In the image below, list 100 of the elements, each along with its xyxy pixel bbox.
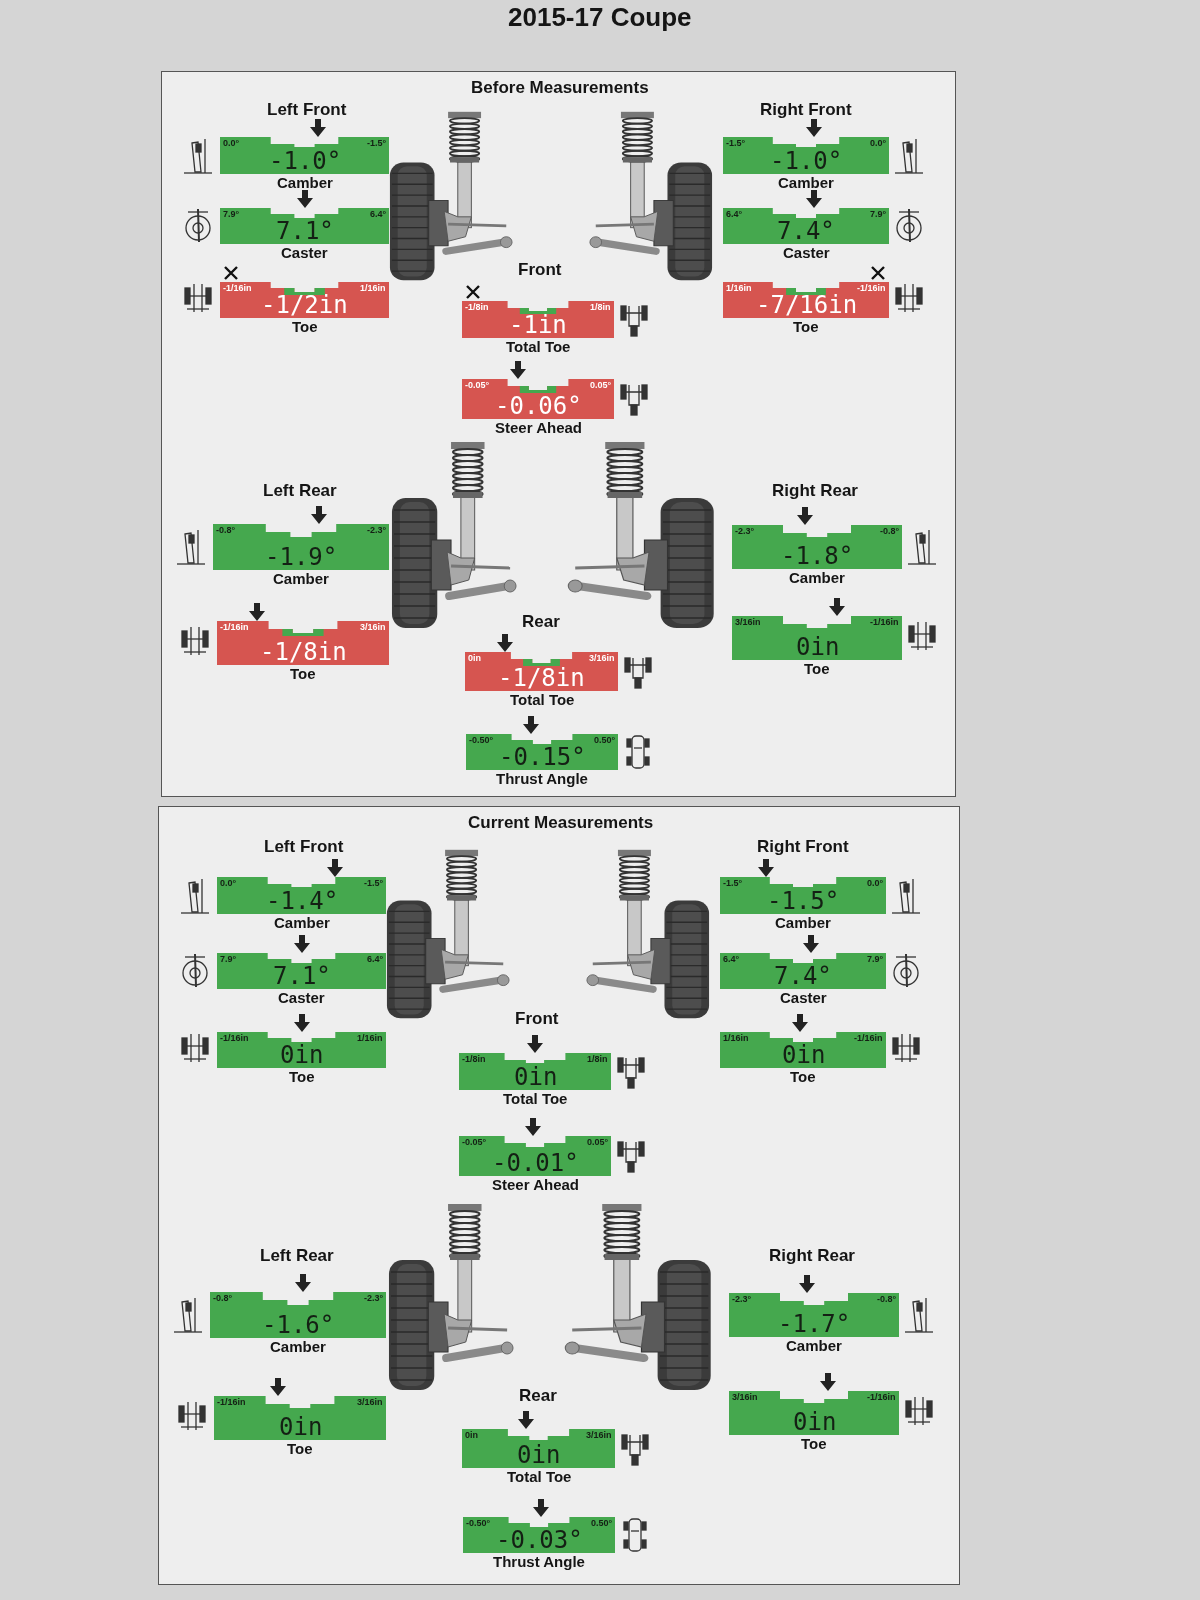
scale-limit: 1/16in bbox=[360, 283, 386, 293]
reading-value: -1/2in bbox=[261, 293, 348, 317]
reading-value: -1.0° bbox=[770, 149, 843, 173]
scale-limit: -1.5° bbox=[367, 138, 387, 148]
measurement-caption: Camber bbox=[786, 1338, 842, 1354]
wheel-position-label: Left Rear bbox=[260, 1246, 334, 1265]
scale-limit: -1/16in bbox=[217, 1397, 246, 1407]
reading-value: 0in bbox=[793, 1410, 837, 1434]
reading-value: 0in bbox=[514, 1065, 558, 1089]
scale-limit: 0.50° bbox=[594, 735, 616, 745]
scale-limit: 1/8in bbox=[587, 1054, 608, 1064]
axle-label: Rear bbox=[519, 1386, 557, 1405]
scale-limit: 3/16in bbox=[360, 622, 386, 632]
measurement-caption: Camber bbox=[274, 915, 330, 931]
scale-limit: -1.5° bbox=[726, 138, 746, 148]
scale-limit: -1/16in bbox=[870, 617, 899, 627]
reading-value: -7/16in bbox=[756, 293, 858, 317]
axle-label: Front bbox=[515, 1009, 559, 1028]
scale-limit: 7.9° bbox=[223, 209, 240, 219]
scale-limit: -0.50° bbox=[469, 735, 494, 745]
scale-limit: -1.5° bbox=[364, 878, 384, 888]
reading-value: -0.06° bbox=[495, 394, 582, 418]
reading-value: 0in bbox=[517, 1443, 561, 1467]
scale-limit: 7.9° bbox=[220, 954, 237, 964]
reading-value: -0.01° bbox=[492, 1151, 579, 1175]
measurement-caption: Camber bbox=[270, 1339, 326, 1355]
wheel-position-label: Left Front bbox=[267, 100, 347, 119]
scale-limit: -2.3° bbox=[732, 1294, 752, 1304]
scale-limit: -1/16in bbox=[220, 622, 249, 632]
panel-heading: Current Measurements bbox=[468, 813, 654, 833]
reading-value: -1.7° bbox=[778, 1312, 851, 1336]
scale-limit: 0.50° bbox=[591, 1518, 613, 1528]
scale-limit: -2.3° bbox=[367, 525, 387, 535]
measurement-caption: Steer Ahead bbox=[492, 1177, 579, 1193]
reading-value: -1.8° bbox=[781, 544, 854, 568]
reading-value: 0in bbox=[796, 635, 840, 659]
measurement-caption: Toe bbox=[804, 661, 830, 677]
page-title: 2015-17 Coupe bbox=[508, 2, 692, 32]
measurement-caption: Caster bbox=[278, 990, 325, 1006]
scale-limit: 0.05° bbox=[587, 1137, 609, 1147]
measurement-caption: Toe bbox=[289, 1069, 315, 1085]
scale-limit: 3/16in bbox=[357, 1397, 383, 1407]
scale-limit: -0.05° bbox=[462, 1137, 487, 1147]
measurement-caption: Camber bbox=[789, 570, 845, 586]
scale-limit: 1/8in bbox=[590, 302, 611, 312]
measurement-panel bbox=[158, 806, 960, 1585]
scale-limit: -1/16in bbox=[223, 283, 252, 293]
measurement-caption: Thrust Angle bbox=[496, 771, 588, 787]
scale-limit: -0.8° bbox=[877, 1294, 897, 1304]
reading-value: -0.15° bbox=[499, 745, 586, 769]
scale-limit: -1/8in bbox=[462, 1054, 486, 1064]
scale-limit: -0.8° bbox=[213, 1293, 233, 1303]
wheel-position-label: Right Front bbox=[757, 837, 849, 856]
scale-limit: -1/16in bbox=[220, 1033, 249, 1043]
scale-limit: 1/16in bbox=[726, 283, 752, 293]
measurement-caption: Camber bbox=[778, 175, 834, 191]
scale-limit: -1/16in bbox=[857, 283, 886, 293]
scale-limit: 3/16in bbox=[732, 1392, 758, 1402]
scale-limit: -0.50° bbox=[466, 1518, 491, 1528]
scale-limit: 0in bbox=[468, 653, 481, 663]
measurement-caption: Total Toe bbox=[506, 339, 571, 355]
reading-value: -1.0° bbox=[269, 149, 342, 173]
reading-value: 0in bbox=[280, 1043, 324, 1067]
measurement-caption: Camber bbox=[775, 915, 831, 931]
reading-value: -1.5° bbox=[767, 889, 840, 913]
reading-value: -0.03° bbox=[496, 1528, 583, 1552]
wheel-position-label: Right Rear bbox=[772, 481, 858, 500]
scale-limit: 7.9° bbox=[870, 209, 887, 219]
wheel-position-label: Left Rear bbox=[263, 481, 337, 500]
scale-limit: 6.4° bbox=[723, 954, 740, 964]
reading-value: 7.4° bbox=[777, 219, 835, 243]
scale-limit: 0.0° bbox=[220, 878, 237, 888]
measurement-caption: Caster bbox=[780, 990, 827, 1006]
measurement-caption: Total Toe bbox=[503, 1091, 568, 1107]
reading-value: 7.4° bbox=[774, 964, 832, 988]
reading-value: 7.1° bbox=[276, 219, 334, 243]
scale-limit: 3/16in bbox=[735, 617, 761, 627]
measurement-caption: Camber bbox=[277, 175, 333, 191]
scale-limit: 0.0° bbox=[870, 138, 887, 148]
scale-limit: -0.05° bbox=[465, 380, 490, 390]
measurement-caption: Toe bbox=[287, 1441, 313, 1457]
measurement-caption: Toe bbox=[793, 319, 819, 335]
scale-limit: -1/16in bbox=[867, 1392, 896, 1402]
measurement-caption: Caster bbox=[281, 245, 328, 261]
reading-value: 7.1° bbox=[273, 964, 331, 988]
reading-value: -1/8in bbox=[260, 640, 347, 664]
measurement-caption: Total Toe bbox=[510, 692, 575, 708]
measurement-caption: Caster bbox=[783, 245, 830, 261]
scale-limit: -0.8° bbox=[216, 525, 236, 535]
scale-limit: 0.0° bbox=[867, 878, 884, 888]
scale-limit: 1/16in bbox=[723, 1033, 749, 1043]
scale-limit: -1/16in bbox=[854, 1033, 883, 1043]
reading-value: -1.6° bbox=[262, 1313, 335, 1337]
measurement-caption: Total Toe bbox=[507, 1469, 572, 1485]
scale-limit: -1.5° bbox=[723, 878, 743, 888]
measurement-caption: Toe bbox=[292, 319, 318, 335]
scale-limit: -0.8° bbox=[880, 526, 900, 536]
measurement-caption: Toe bbox=[790, 1069, 816, 1085]
measurement-caption: Thrust Angle bbox=[493, 1554, 585, 1570]
reading-value: 0in bbox=[279, 1415, 323, 1439]
